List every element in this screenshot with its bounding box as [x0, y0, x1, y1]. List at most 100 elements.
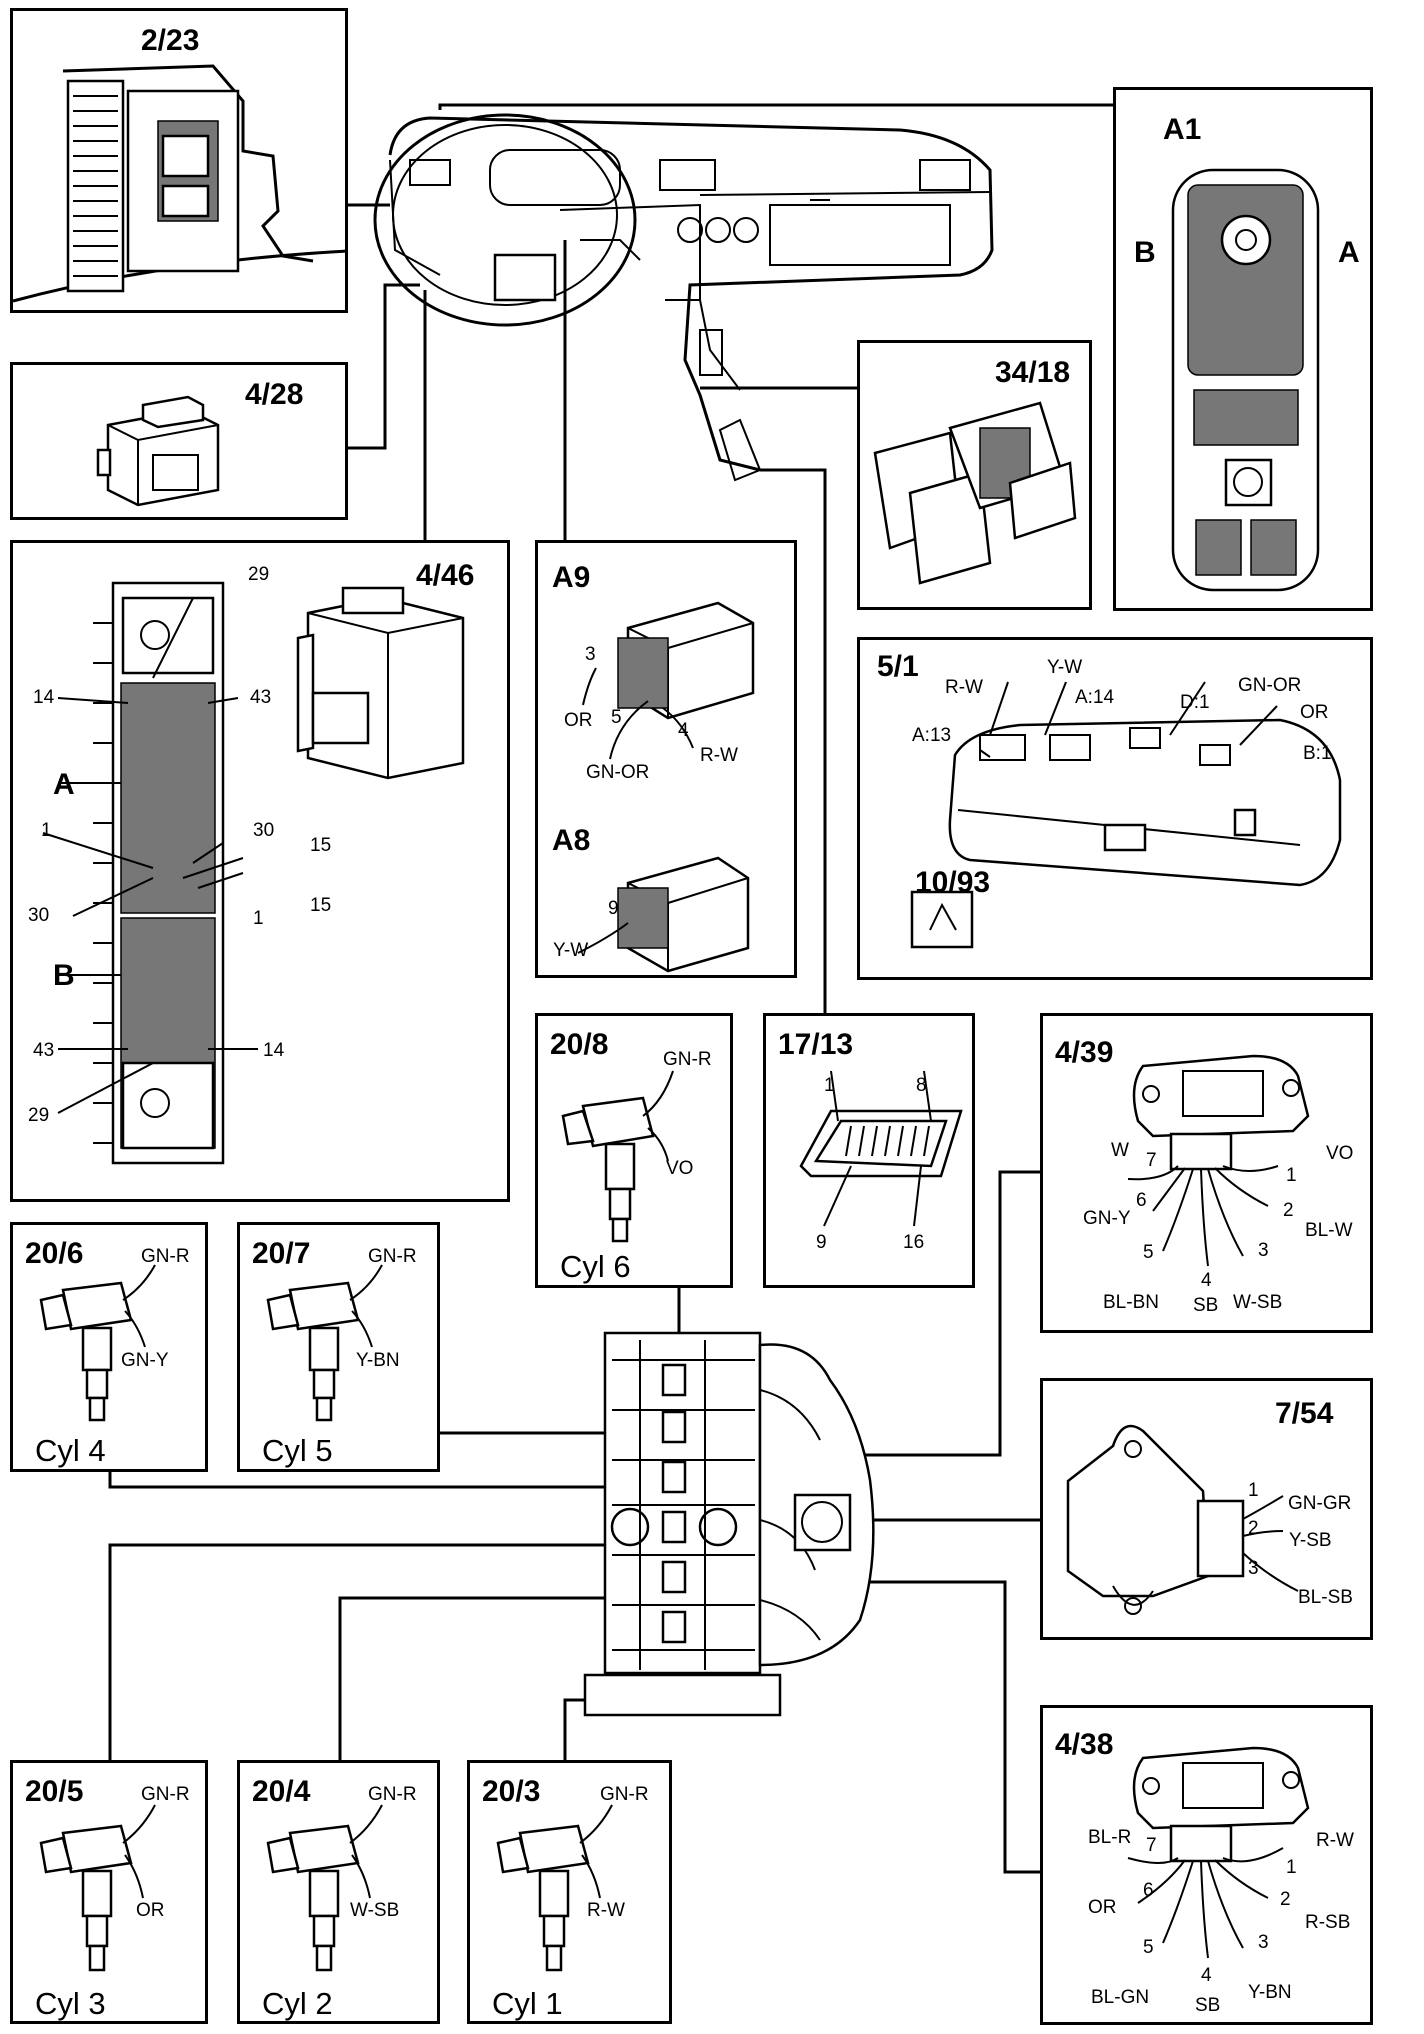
- component-20-7-title: 20/7: [252, 1237, 311, 1270]
- m439-wire-bl-bn: BL-BN: [1103, 1292, 1159, 1313]
- component-20-3-panel: 20/3 GN-R R-W Cyl 1: [467, 1760, 672, 2024]
- s754-pin-3: 3: [1248, 1558, 1259, 1579]
- ecu-label-14-top: 14: [33, 687, 55, 708]
- cluster-wire-y-w: Y-W: [1047, 657, 1083, 678]
- ignition-coil-20-4-drawing: [266, 1804, 383, 1972]
- ecu-section-a-label: A: [53, 768, 75, 801]
- ecu-label-15-a: 15: [310, 835, 332, 856]
- ecu-label-29-top: 29: [248, 564, 270, 585]
- component-a9-title: A9: [552, 561, 591, 594]
- component-5-1-title: 5/1: [877, 650, 919, 683]
- socket-pin-9: 9: [816, 1232, 827, 1253]
- component-4-39-title: 4/39: [1055, 1036, 1114, 1069]
- a9-pin-3: 3: [585, 644, 596, 665]
- a8-wire-y-w: Y-W: [553, 940, 589, 961]
- ecu-label-30-a: 30: [253, 820, 275, 841]
- s754-wire-bl-sb: BL-SB: [1298, 1587, 1353, 1608]
- a9-pin-5: 5: [611, 707, 622, 728]
- component-4-28-panel: 4/28: [10, 362, 348, 520]
- component-20-7-panel: 20/7 GN-R Y-BN Cyl 5: [237, 1222, 440, 1472]
- ecu-label-1-b: 1: [253, 908, 264, 929]
- module-4-28-drawing: [96, 395, 220, 507]
- a1-side-b-label: B: [1134, 236, 1156, 269]
- cluster-wire-r-w: R-W: [945, 677, 983, 698]
- control-unit-drawing: [12, 64, 349, 303]
- leader-line-4-28: [347, 283, 420, 450]
- m439-wire-w: W: [1111, 1140, 1129, 1161]
- ecu-label-15-b: 15: [310, 895, 332, 916]
- leader-line-4-39: [860, 1170, 1040, 1457]
- component-2-23-title: 2/23: [141, 24, 200, 57]
- m438-pin-2: 2: [1280, 1889, 1291, 1910]
- coil-20-5-wire-gn-r: GN-R: [141, 1784, 190, 1805]
- component-20-3-title: 20/3: [482, 1775, 541, 1808]
- component-20-6-panel: 20/6 GN-R GN-Y Cyl 4: [10, 1222, 208, 1472]
- ecu-label-30-b: 30: [28, 905, 50, 926]
- m439-wire-w-sb: W-SB: [1233, 1292, 1283, 1313]
- s754-pin-2: 2: [1248, 1518, 1259, 1539]
- ecu-label-43-bottom: 43: [33, 1040, 55, 1061]
- component-4-28-title: 4/28: [245, 378, 304, 411]
- socket-pin-8: 8: [916, 1075, 927, 1096]
- socket-pin-16: 16: [903, 1232, 925, 1253]
- m438-wire-bl-r: BL-R: [1088, 1827, 1132, 1848]
- m438-wire-bl-gn: BL-GN: [1091, 1987, 1150, 2008]
- coil-20-3-wire-r-w: R-W: [587, 1900, 625, 1921]
- a8-pin-9: 9: [608, 898, 619, 919]
- component-20-5-panel: 20/5 GN-R OR Cyl 3: [10, 1760, 208, 2024]
- coil-20-3-cylinder: Cyl 1: [492, 1986, 563, 2021]
- cluster-wire-gn-or: GN-OR: [1238, 675, 1302, 696]
- s754-wire-y-sb: Y-SB: [1289, 1530, 1332, 1551]
- m439-wire-sb: SB: [1193, 1295, 1219, 1316]
- m438-pin-1: 1: [1286, 1857, 1297, 1878]
- ecu-section-b-label: B: [53, 959, 75, 992]
- cluster-pin-d1: D:1: [1180, 692, 1210, 713]
- module-4-39-drawing: [1127, 1054, 1310, 1267]
- m439-pin-2: 2: [1283, 1200, 1294, 1221]
- connector-a1-drawing: [1171, 168, 1320, 592]
- a1-side-a-label: A: [1338, 236, 1360, 269]
- ecu-label-14-bottom: 14: [263, 1040, 285, 1061]
- m439-wire-gn-y: GN-Y: [1083, 1208, 1131, 1229]
- a9-wire-gn-or: GN-OR: [586, 762, 650, 783]
- sensor-7-54-drawing: [1066, 1424, 1299, 1615]
- connectors-a9-a8-drawing: [577, 601, 755, 973]
- coil-20-7-wire-gn-r: GN-R: [368, 1246, 417, 1267]
- m439-pin-5: 5: [1143, 1242, 1154, 1263]
- m438-wire-r-w: R-W: [1316, 1830, 1354, 1851]
- component-4-38-panel: 4/38 7 BL-R 1 R-W 6 OR 2 R-SB 5 BL-GN 4 …: [1040, 1705, 1373, 2025]
- coil-20-4-wire-gn-r: GN-R: [368, 1784, 417, 1805]
- leader-line-17-13: [760, 468, 827, 1013]
- component-17-13-panel: 17/13 1 8 9 16: [763, 1013, 975, 1288]
- component-17-13-title: 17/13: [778, 1028, 854, 1061]
- coil-20-5-cylinder: Cyl 3: [35, 1986, 106, 2021]
- coil-20-6-wire-gn-r: GN-R: [141, 1246, 190, 1267]
- component-4-39-panel: 4/39 7 W 1 VO 6 GN-Y 2 BL-W 5 BL-BN 4 SB…: [1040, 1013, 1373, 1333]
- component-20-6-title: 20/6: [25, 1237, 84, 1270]
- coil-20-8-cylinder: Cyl 6: [560, 1249, 631, 1284]
- ecu-4-46-drawing: [42, 581, 465, 1165]
- component-4-46-panel: 4/46: [10, 540, 510, 1202]
- switch-34-18-drawing: [873, 401, 1077, 585]
- diagnostic-socket-drawing: [799, 1070, 963, 1227]
- component-a8-title: A8: [552, 824, 591, 857]
- ignition-coil-20-8-drawing: [561, 1070, 674, 1243]
- cluster-pin-a14: A:14: [1075, 687, 1115, 708]
- m439-pin-3: 3: [1258, 1240, 1269, 1261]
- component-5-1-panel: 5/1 10/93 R-W Y-W A:14 GN-OR D:1 OR A:13…: [857, 637, 1373, 980]
- component-4-38-title: 4/38: [1055, 1728, 1114, 1761]
- m438-pin-6: 6: [1143, 1880, 1154, 1901]
- leader-line-4-38: [820, 1580, 1040, 1874]
- component-20-8-title: 20/8: [550, 1028, 609, 1061]
- component-4-46-title: 4/46: [416, 559, 475, 592]
- dashboard-drawing: [373, 113, 994, 482]
- m439-wire-vo: VO: [1326, 1143, 1354, 1164]
- coil-20-8-wire-gn-r: GN-R: [663, 1049, 712, 1070]
- component-34-18-panel: 34/18: [857, 340, 1092, 610]
- component-20-8-panel: 20/8 GN-R VO Cyl 6: [535, 1013, 733, 1288]
- m439-pin-6: 6: [1136, 1190, 1147, 1211]
- ecu-label-43-top: 43: [250, 687, 272, 708]
- m438-pin-7: 7: [1146, 1835, 1157, 1856]
- coil-20-3-wire-gn-r: GN-R: [600, 1784, 649, 1805]
- coil-20-4-cylinder: Cyl 2: [262, 1986, 333, 2021]
